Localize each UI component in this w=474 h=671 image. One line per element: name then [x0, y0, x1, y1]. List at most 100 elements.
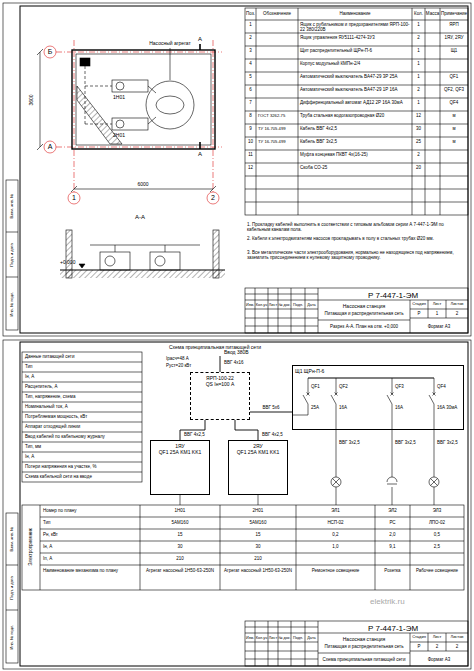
drawing-stroke — [37, 49, 43, 55]
section-mark — [199, 44, 201, 50]
table-cell: 2,0 — [389, 532, 395, 537]
table-rule — [255, 288, 256, 333]
table-cell: 0,2 — [332, 532, 338, 537]
table-rule — [245, 72, 468, 73]
table-rule — [22, 432, 142, 433]
table-cell: 12 — [416, 113, 421, 118]
table-cell: 10 — [248, 139, 253, 144]
drawing-stroke — [3, 3, 471, 669]
note: 2. Кабели к электродвигателям насосов пр… — [247, 236, 465, 241]
table-rule — [410, 318, 468, 319]
table-cell: Щит распределительный ЩРн-П-6 — [300, 48, 410, 53]
table-rule — [245, 124, 468, 125]
dimension-line — [40, 52, 41, 147]
spec-table — [245, 8, 468, 215]
box-heading: Щ1 ЩРн-П-6 — [295, 368, 461, 374]
table-rule — [245, 20, 468, 21]
breaker-rating: 16А — [339, 405, 347, 410]
table-cell: 9,1 — [389, 544, 395, 549]
stamp-cell: Кол.уч — [256, 636, 267, 641]
table-rule — [428, 633, 429, 651]
note: 3. Все металлические части электрооборуд… — [247, 250, 465, 261]
table-cell: 15 — [177, 532, 182, 537]
level-mark — [79, 264, 85, 268]
table-cell: 1 — [249, 22, 252, 27]
drawing-stroke — [116, 120, 124, 128]
section-mark: А — [198, 36, 202, 43]
table-rule — [245, 98, 468, 99]
stamp-cell: Листов — [451, 635, 464, 640]
table-rule — [22, 472, 142, 473]
table-cell: ЭЛ3 — [433, 508, 442, 513]
stamp-cell: Лист — [269, 303, 277, 308]
feeder-line — [258, 495, 259, 505]
tank-ellipse — [156, 96, 184, 114]
data-table — [22, 352, 142, 482]
table-rule — [446, 300, 447, 318]
table-cell: Розетка — [377, 568, 408, 573]
stamp-cell: Дата — [307, 636, 315, 641]
drawing-stroke — [6, 565, 18, 566]
table-cell: 11 — [248, 152, 253, 157]
drawing-stroke — [140, 505, 141, 590]
table-cell: 30 — [177, 544, 182, 549]
pump-symbol — [100, 252, 130, 270]
table-rule — [40, 541, 464, 542]
table-cell: ТУ 16-705.499 — [258, 139, 297, 144]
feeder-line — [180, 495, 181, 505]
table-header: Примечание — [441, 11, 467, 16]
table-header: Масса — [426, 11, 439, 16]
sheet-frame — [20, 342, 468, 666]
lamp-symbol — [331, 477, 341, 487]
drawing-stroke — [440, 8, 441, 215]
leader-line — [170, 48, 171, 80]
table-rule — [268, 621, 269, 666]
breaker-name: QF3 — [395, 384, 404, 389]
table-cell: 5АМ160 — [172, 520, 189, 525]
panel-symbol — [80, 58, 90, 66]
table-header: Наименование — [339, 11, 370, 16]
table-rule — [245, 150, 468, 151]
table-cell: ЛПО-02 — [429, 520, 445, 525]
title-text: Насосная станция — [343, 636, 386, 642]
drawing-stroke — [425, 8, 426, 215]
stamp-cell: Кол.уч — [256, 303, 267, 308]
table-cell: ЭЛ1 — [331, 508, 340, 513]
drawing-stroke — [56, 147, 222, 148]
floor-hatch — [60, 270, 225, 278]
stamp-cell: Инв. № подл. — [10, 291, 15, 316]
breaker-symbol — [429, 378, 436, 404]
table-cell: Труба стальная водогазопроводная Ø20 — [300, 113, 410, 118]
table-cell: Кабель ВВГ 4х2,5 — [300, 126, 410, 131]
stamp-cell: Стадия — [412, 302, 426, 307]
drawing-stroke — [22, 20, 468, 666]
title-text: Питающая и распределительная сеть — [324, 644, 403, 649]
cable-label: ВВГ 5х6 — [262, 405, 281, 410]
table-rule — [22, 462, 142, 463]
table-rule — [245, 642, 318, 643]
table-cell: Автоматический выключатель ВА47-29 1Р 16… — [300, 87, 410, 92]
table-rule — [255, 621, 256, 666]
building-wall — [72, 50, 215, 149]
drawing-stroke — [68, 192, 80, 204]
axis-line — [56, 40, 222, 192]
table-cell: 2 — [249, 35, 252, 40]
table-header: Рн, кВт — [43, 532, 138, 537]
load-table — [22, 505, 464, 590]
drawing-stroke — [44, 46, 56, 58]
axis-mark: Б — [48, 48, 53, 57]
table-cell: 7 — [249, 100, 252, 105]
breaker-name: QF2 — [339, 384, 348, 389]
table-cell: 20 — [416, 165, 421, 170]
table-rule — [278, 288, 279, 333]
table-cell: Ввод кабелей по кабельному журналу — [25, 434, 105, 439]
wall-section — [66, 230, 72, 278]
pump-symbol — [112, 80, 148, 92]
table-rule — [245, 627, 318, 628]
table-rule — [245, 46, 468, 47]
table-rule — [245, 318, 318, 319]
table-rule — [245, 85, 468, 86]
table-rule — [305, 288, 306, 333]
cable-label: ВВГ 4х2,5 — [261, 432, 284, 437]
table-cell: 5 — [249, 74, 252, 79]
